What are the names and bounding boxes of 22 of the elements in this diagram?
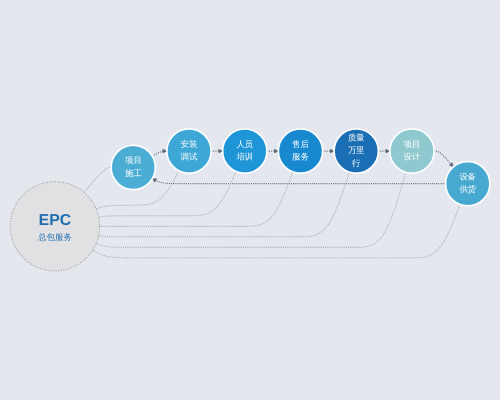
arrow (434, 150, 454, 168)
arrow (211, 148, 223, 154)
arrow (378, 148, 390, 154)
arrow (152, 178, 446, 184)
connector (92, 204, 460, 258)
arrow (152, 148, 168, 157)
connector (96, 172, 406, 248)
connector (84, 166, 112, 193)
connector (98, 172, 350, 238)
node-circle: 质量万里行 (333, 128, 380, 174)
connector (96, 170, 180, 210)
node-circle: EPC 总包服务 (10, 181, 100, 272)
node-circle: 售后服务 (278, 128, 324, 174)
arrow (322, 148, 334, 154)
arrow (266, 148, 279, 154)
connector (100, 172, 294, 227)
connector (98, 171, 236, 218)
node-circle: 安装调试 (166, 128, 212, 174)
node-circle: 项目施工 (110, 144, 156, 190)
node-circle: 设备供货 (444, 160, 491, 207)
node-circle: 项目设计 (389, 128, 435, 174)
node-circle: 人员培训 (222, 128, 268, 174)
